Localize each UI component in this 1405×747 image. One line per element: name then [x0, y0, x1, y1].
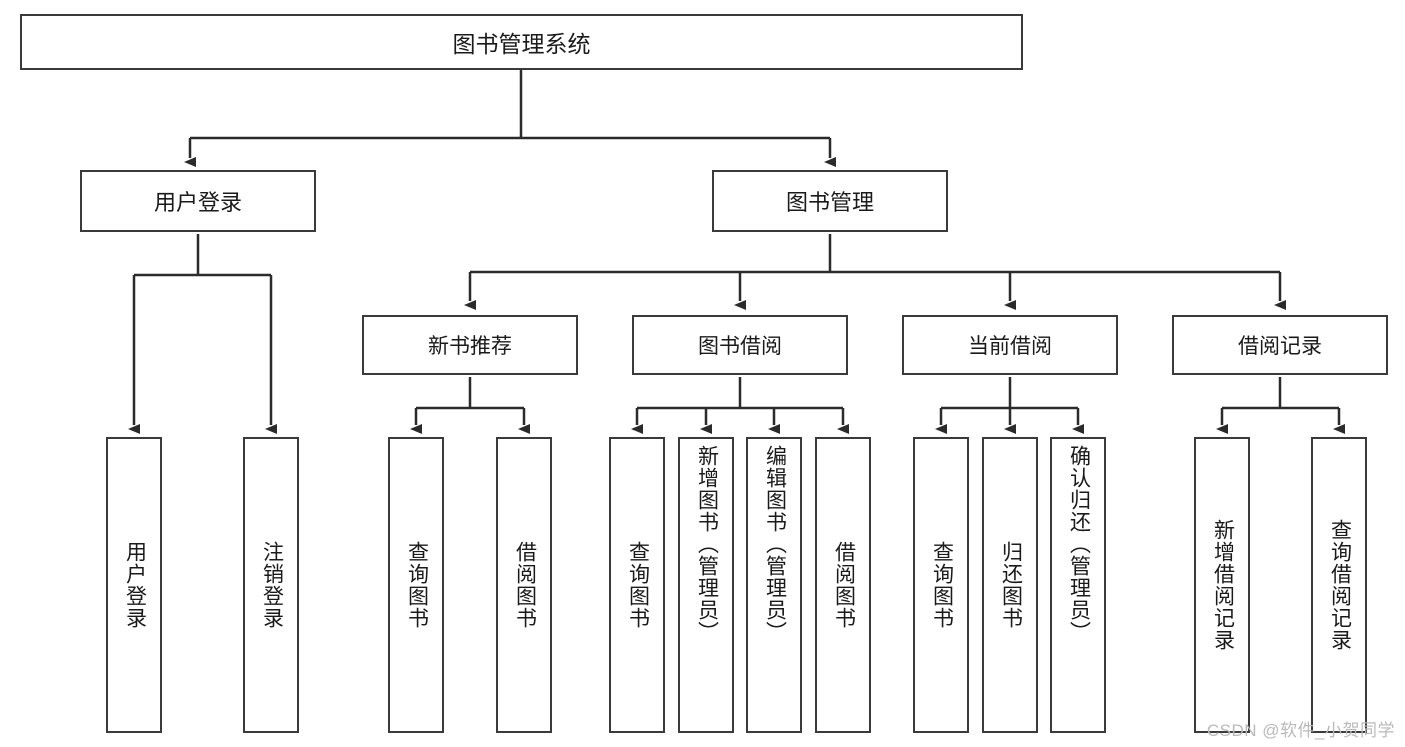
leaf-current-borrow-query-label: 查询图书: [930, 541, 954, 629]
node-book-management-label: 图书管理: [785, 190, 874, 215]
node-root-label: 图书管理系统: [452, 31, 591, 57]
leaf-borrow-record-query[interactable]: 查询借阅记录: [1311, 437, 1367, 733]
leaf-user-login-login-label: 用户登录: [123, 541, 147, 629]
node-current-borrow-label: 当前借阅: [968, 335, 1052, 358]
node-book-borrow-label: 图书借阅: [698, 335, 782, 358]
leaf-current-borrow-confirm[interactable]: 确认归还（管理员）: [1050, 437, 1106, 733]
leaf-current-borrow-query[interactable]: 查询图书: [913, 437, 969, 733]
leaf-new-book-query[interactable]: 查询图书: [388, 437, 444, 733]
node-borrow-record[interactable]: 借阅记录: [1172, 315, 1388, 375]
leaf-book-borrow-query[interactable]: 查询图书: [609, 437, 665, 733]
leaf-borrow-record-add-label: 新增借阅记录: [1211, 519, 1235, 651]
leaf-current-borrow-return[interactable]: 归还图书: [982, 437, 1038, 733]
leaf-user-login-logout-label: 注销登录: [260, 541, 284, 629]
watermark: CSDN @软件_小贺同学: [1206, 721, 1395, 740]
leaf-book-borrow-edit-label: 编辑图书（管理员）: [763, 445, 787, 643]
leaf-user-login-logout[interactable]: 注销登录: [243, 437, 299, 733]
node-new-book-recommend-label: 新书推荐: [428, 335, 512, 358]
leaf-book-borrow-add[interactable]: 新增图书（管理员）: [678, 437, 734, 733]
leaf-borrow-record-query-label: 查询借阅记录: [1328, 519, 1352, 651]
node-borrow-record-label: 借阅记录: [1238, 335, 1322, 358]
node-book-management[interactable]: 图书管理: [712, 170, 948, 232]
node-user-login-label: 用户登录: [153, 190, 242, 215]
leaf-book-borrow-add-label: 新增图书（管理员）: [695, 445, 719, 643]
leaf-new-book-query-label: 查询图书: [405, 541, 429, 629]
leaf-current-borrow-return-label: 归还图书: [999, 541, 1023, 629]
leaf-book-borrow-borrow-label: 借阅图书: [832, 541, 856, 629]
node-book-borrow[interactable]: 图书借阅: [632, 315, 848, 375]
leaf-user-login-login[interactable]: 用户登录: [106, 437, 162, 733]
node-new-book-recommend[interactable]: 新书推荐: [362, 315, 578, 375]
node-user-login[interactable]: 用户登录: [80, 170, 316, 232]
leaf-book-borrow-borrow[interactable]: 借阅图书: [815, 437, 871, 733]
leaf-new-book-borrow-label: 借阅图书: [513, 541, 537, 629]
leaf-book-borrow-edit[interactable]: 编辑图书（管理员）: [746, 437, 802, 733]
node-root[interactable]: 图书管理系统: [20, 14, 1023, 70]
leaf-current-borrow-confirm-label: 确认归还（管理员）: [1067, 445, 1091, 643]
leaf-book-borrow-query-label: 查询图书: [626, 541, 650, 629]
node-current-borrow[interactable]: 当前借阅: [902, 315, 1118, 375]
leaf-new-book-borrow[interactable]: 借阅图书: [496, 437, 552, 733]
leaf-borrow-record-add[interactable]: 新增借阅记录: [1194, 437, 1250, 733]
